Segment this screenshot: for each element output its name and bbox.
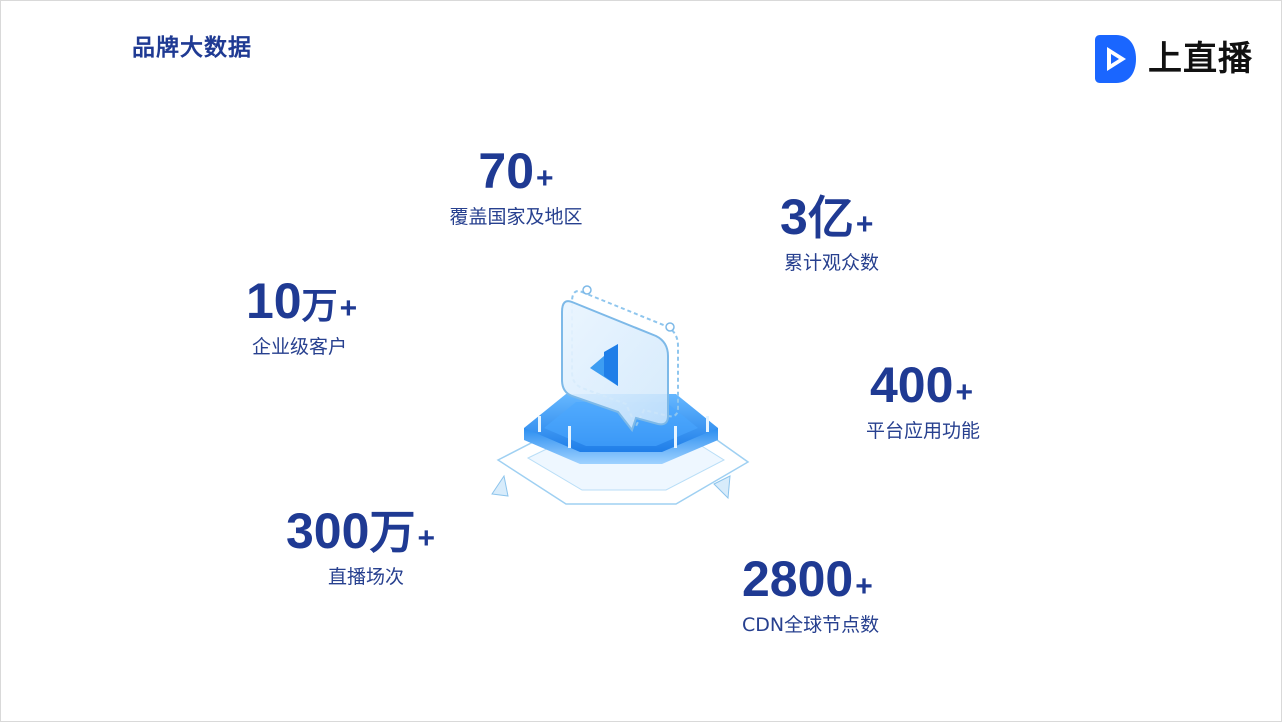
stat-countries: 70+ 覆盖国家及地区 <box>446 146 586 229</box>
stat-unit: 万 <box>369 506 416 558</box>
stat-enterprise-clients: 10万+ 企业级客户 <box>246 276 357 359</box>
stat-number: 3亿+ <box>780 192 879 242</box>
stat-value: 10 <box>246 273 302 329</box>
stat-value: 400 <box>870 357 954 413</box>
stat-value: 2800 <box>742 551 854 607</box>
stat-unit: 万 <box>301 285 338 326</box>
stat-app-features: 400+ 平台应用功能 <box>866 360 980 443</box>
stat-suffix: + <box>955 376 973 409</box>
stat-suffix: + <box>339 292 358 325</box>
stat-number: 10万+ <box>246 276 357 326</box>
stat-number: 300万+ <box>286 506 435 556</box>
stat-live-sessions: 300万+ 直播场次 <box>286 506 435 589</box>
stat-value: 300 <box>286 503 370 559</box>
stat-number: 400+ <box>866 360 980 410</box>
stat-suffix: + <box>417 522 435 555</box>
stat-label: 累计观众数 <box>784 252 880 274</box>
stat-suffix: + <box>536 162 554 195</box>
stat-label: CDN全球节点数 <box>742 614 880 636</box>
stat-suffix: + <box>855 570 873 603</box>
stat-unit: 亿 <box>807 192 854 244</box>
brand-logo: 上直播 <box>1094 32 1253 86</box>
stat-label: 企业级客户 <box>252 336 348 358</box>
page-title: 品牌大数据 <box>132 34 252 60</box>
stat-suffix: + <box>855 208 874 241</box>
stat-label: 直播场次 <box>328 566 405 588</box>
stat-cdn-nodes: 2800+ CDN全球节点数 <box>742 554 879 637</box>
stat-label: 平台应用功能 <box>866 420 981 442</box>
video-platform-illustration <box>486 280 766 525</box>
stat-number: 70+ <box>446 146 586 196</box>
play-badge-icon <box>1095 35 1136 83</box>
logo-text: 上直播 <box>1148 40 1253 78</box>
stat-number: 2800+ <box>742 554 879 604</box>
stat-value: 3 <box>780 189 808 245</box>
stat-viewers: 3亿+ 累计观众数 <box>780 192 879 275</box>
stat-value: 70 <box>478 143 535 199</box>
stat-label: 覆盖国家及地区 <box>449 206 583 228</box>
